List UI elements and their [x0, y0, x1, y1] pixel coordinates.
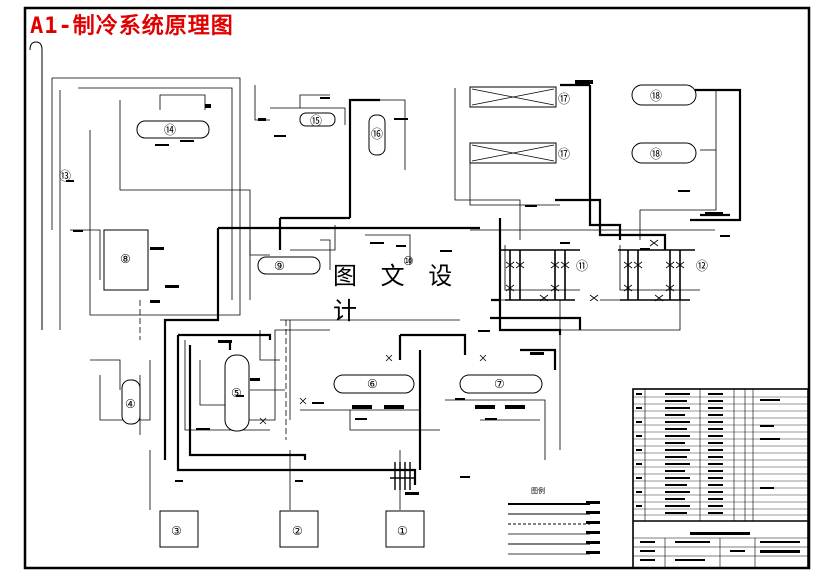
label-12: ⑫: [696, 259, 708, 273]
vessel-5: [224, 354, 250, 432]
vessel-6: [333, 374, 415, 394]
legend-tags: [586, 501, 600, 554]
label-8: ⑧: [120, 252, 131, 266]
vessel-14: [136, 120, 210, 139]
dashed-piping: [139, 300, 287, 440]
vessel-16: [368, 114, 386, 156]
left-riser-pipe: [29, 41, 43, 330]
label-4: ④: [125, 397, 136, 411]
label-18-upper: ⑱: [650, 89, 662, 103]
unit-1-box: [385, 510, 425, 548]
label-18-lower: ⑱: [650, 147, 662, 161]
label-15: ⑮: [310, 114, 322, 128]
label-6: ⑥: [367, 377, 378, 391]
receiver-18-lower: [631, 142, 697, 164]
label-5: ⑤: [231, 386, 242, 400]
equipment-labels: ① ② ③ ④ ⑤ ⑥ ⑦ ⑧ ⑨ ⑩ ⑪ ⑫ ⑬ ⑭ ⑮ ⑯ ⑰ ⑰ ⑱ ⑱: [59, 89, 708, 538]
label-10: ⑩: [403, 254, 414, 268]
parts-table-text-marks: [636, 393, 800, 561]
label-17-upper: ⑰: [558, 92, 570, 106]
vessel-15: [299, 112, 336, 127]
valve-marks: [66, 80, 730, 495]
vessel-8: [103, 229, 149, 291]
label-7: ⑦: [494, 377, 505, 391]
vessel-4: [121, 379, 141, 425]
receiver-18-upper: [631, 84, 697, 106]
label-14: ⑭: [164, 123, 176, 137]
unit-2-box: [279, 510, 319, 548]
valve-station-11: [500, 249, 580, 301]
valve-symbols: [259, 239, 685, 425]
drawing-frame: [23, 6, 811, 570]
condenser-17-lower: [469, 142, 557, 164]
label-17-lower: ⑰: [558, 147, 570, 161]
label-3: ③: [171, 524, 182, 538]
label-13: ⑬: [59, 169, 71, 183]
drawing-title: A1-制冷系统原理图: [30, 14, 234, 39]
legend-lines: [508, 503, 590, 555]
parts-table: [632, 388, 809, 569]
label-2: ②: [292, 524, 303, 538]
condenser-17-upper: [469, 86, 557, 108]
watermark-text: 图 文 设 计: [333, 262, 491, 325]
legend-label: 图例: [531, 487, 545, 495]
vessel-9: [257, 256, 321, 275]
vessel-7: [459, 374, 543, 394]
label-16: ⑯: [371, 127, 383, 141]
unit-3-box: [159, 510, 199, 548]
valve-station-12: [618, 249, 695, 301]
compressor-manifold: [390, 462, 416, 490]
label-1: ①: [397, 524, 408, 538]
label-9: ⑨: [274, 259, 285, 273]
label-11: ⑪: [576, 259, 588, 273]
